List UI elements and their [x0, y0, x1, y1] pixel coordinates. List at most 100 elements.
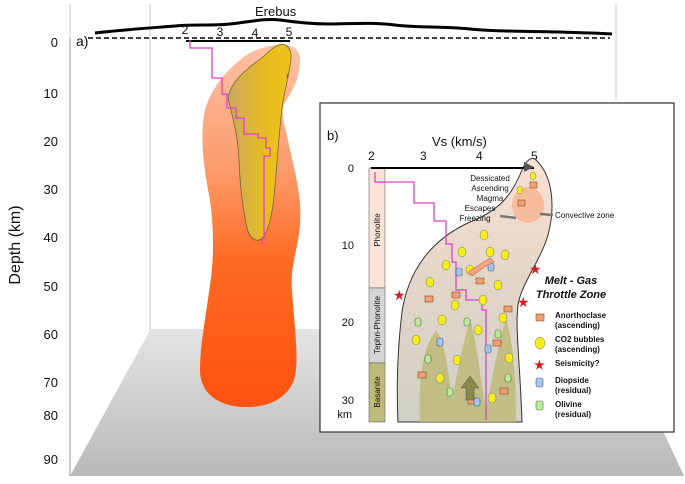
legend-item-anorthoclase: Anorthoclase (ascending): [535, 311, 607, 330]
legend-sublabel: (residual): [555, 386, 591, 395]
co2-bubble-icon: [450, 299, 460, 311]
vs-tick-label: 5: [286, 25, 293, 39]
co2-bubble-icon: [452, 354, 462, 366]
anorthoclase-icon: [451, 291, 461, 299]
depth-tick-label: 0: [348, 163, 354, 175]
layer-label-basanite: Basanite: [373, 376, 382, 408]
legend-sublabel: (residual): [555, 410, 591, 419]
layer-label-phonolite: Phonolite: [373, 213, 382, 247]
depth-unit: km: [337, 409, 352, 421]
throttle-zone-label: Melt - Gas: [545, 275, 598, 287]
olivine-icon: [424, 354, 432, 364]
co2-bubble-icon: [457, 246, 467, 258]
seismic-star-group: ★ ★ ★: [393, 261, 542, 310]
convective-zone-label: Convective zone: [555, 211, 615, 220]
co2-bubble-icon: [425, 276, 435, 288]
panel-a-label: a): [76, 33, 88, 49]
anorthoclase-group: [417, 181, 538, 405]
co2-bubble-icon: [529, 171, 537, 181]
legend: Anorthoclase (ascending) CO2 bubbles (as…: [534, 311, 607, 419]
depth-tick-label: 0: [51, 35, 58, 50]
co2-bubble-icon: [441, 259, 451, 271]
process-label: Freezing: [459, 214, 490, 223]
legend-sublabel: (ascending): [555, 321, 600, 330]
depth-tick-label: 90: [44, 452, 58, 467]
process-label: Magma: [477, 194, 504, 203]
legend-label: Seismicity?: [555, 359, 600, 368]
diopside-icon: [455, 267, 463, 277]
depth-tick-label: 10: [44, 86, 58, 101]
volcano-name: Erebus: [255, 4, 297, 19]
process-label: Ascending: [471, 184, 508, 193]
co2-bubble-icon: [516, 185, 524, 195]
vs-tick-label: 4: [476, 149, 483, 163]
olivine-icon: [494, 329, 502, 339]
anorthoclase-icon: [499, 387, 509, 395]
seismicity-star-icon: ★: [393, 287, 406, 303]
legend-label: Olivine: [555, 400, 582, 409]
topography-line: [94, 18, 613, 36]
anorthoclase-icon: [517, 199, 526, 207]
anorthoclase-icon: [492, 339, 502, 347]
anorthoclase-icon: [529, 181, 538, 189]
legend-label: Diopside: [555, 376, 589, 385]
co2-bubble-icon: [478, 294, 488, 306]
process-label: Escapes: [465, 204, 496, 213]
olivine-icon: [535, 400, 544, 411]
panel-b: b) Vs (km/s) 2 3 4 5 0 10 20 30 km Phono…: [319, 102, 675, 433]
olivine-icon: [463, 317, 471, 327]
seismicity-star-icon: ★: [534, 358, 545, 372]
convective-zone: [512, 187, 544, 223]
legend-item-co2: CO2 bubbles (ascending): [534, 335, 605, 354]
co2-bubble-icon: [487, 392, 497, 404]
olivine-icon: [414, 317, 422, 327]
panel-b-label: b): [327, 128, 339, 143]
co2-bubble-icon: [437, 314, 447, 326]
magma-chamber: [227, 43, 292, 241]
layer-label-tephri-phonolite: Tephri-Phonolite: [373, 296, 382, 354]
legend-item-seismicity: ★ Seismicity?: [534, 358, 600, 372]
diopside-icon: [473, 397, 481, 407]
anorthoclase-icon: [475, 277, 485, 285]
co2-bubble-icon: [411, 334, 421, 346]
vs-tick-label: 3: [217, 25, 224, 39]
olivine-icon: [446, 387, 454, 397]
depth-tick-label: 70: [44, 375, 58, 390]
depth-tick-label: 50: [44, 279, 58, 294]
anorthoclase-icon: [535, 313, 545, 322]
co2-bubble-icon: [435, 372, 445, 384]
vs-profile-line: [189, 40, 271, 244]
diopside-group: [436, 262, 495, 407]
vs-axis-arrow: [524, 162, 534, 172]
y-axis-title: Depth (km): [7, 205, 24, 284]
legend-sublabel: (ascending): [555, 345, 600, 354]
vs-tick-label: 2: [182, 23, 189, 37]
olivine-group: [414, 317, 512, 397]
vs-tick-label: 2: [368, 149, 375, 163]
diopside-icon: [436, 337, 444, 347]
vs-tick-label: 5: [531, 149, 538, 163]
depth-axis: Depth (km) 0 10 20 30 40 50 60 70 80 90: [7, 35, 71, 476]
diopside-icon: [484, 344, 492, 354]
depth-tick-label: 20: [44, 134, 58, 149]
diopside-icon: [535, 377, 544, 388]
co2-bubble-icon: [493, 279, 503, 291]
legend-label: CO2 bubbles: [555, 335, 605, 344]
anorthoclase-icon: [424, 295, 434, 303]
convective-arrow: [539, 212, 554, 217]
ascent-arrow: [467, 257, 495, 277]
depth-tick-label: 30: [342, 395, 354, 407]
depth-tick-label: 30: [44, 182, 58, 197]
co2-bubble-icon: [534, 336, 546, 350]
olivine-icon: [504, 373, 512, 383]
escape-arrow: [499, 214, 517, 220]
vs-tick-label: 4: [252, 26, 259, 40]
co2-bubble-icon: [473, 324, 483, 336]
co2-bubble-icon: [485, 246, 495, 258]
anorthoclase-icon: [417, 371, 427, 379]
co2-bubble-icon: [504, 352, 514, 364]
chamber-marker: ›: [286, 71, 289, 80]
depth-tick-label: 60: [44, 327, 58, 342]
co2-bubble-icon: [498, 312, 508, 324]
